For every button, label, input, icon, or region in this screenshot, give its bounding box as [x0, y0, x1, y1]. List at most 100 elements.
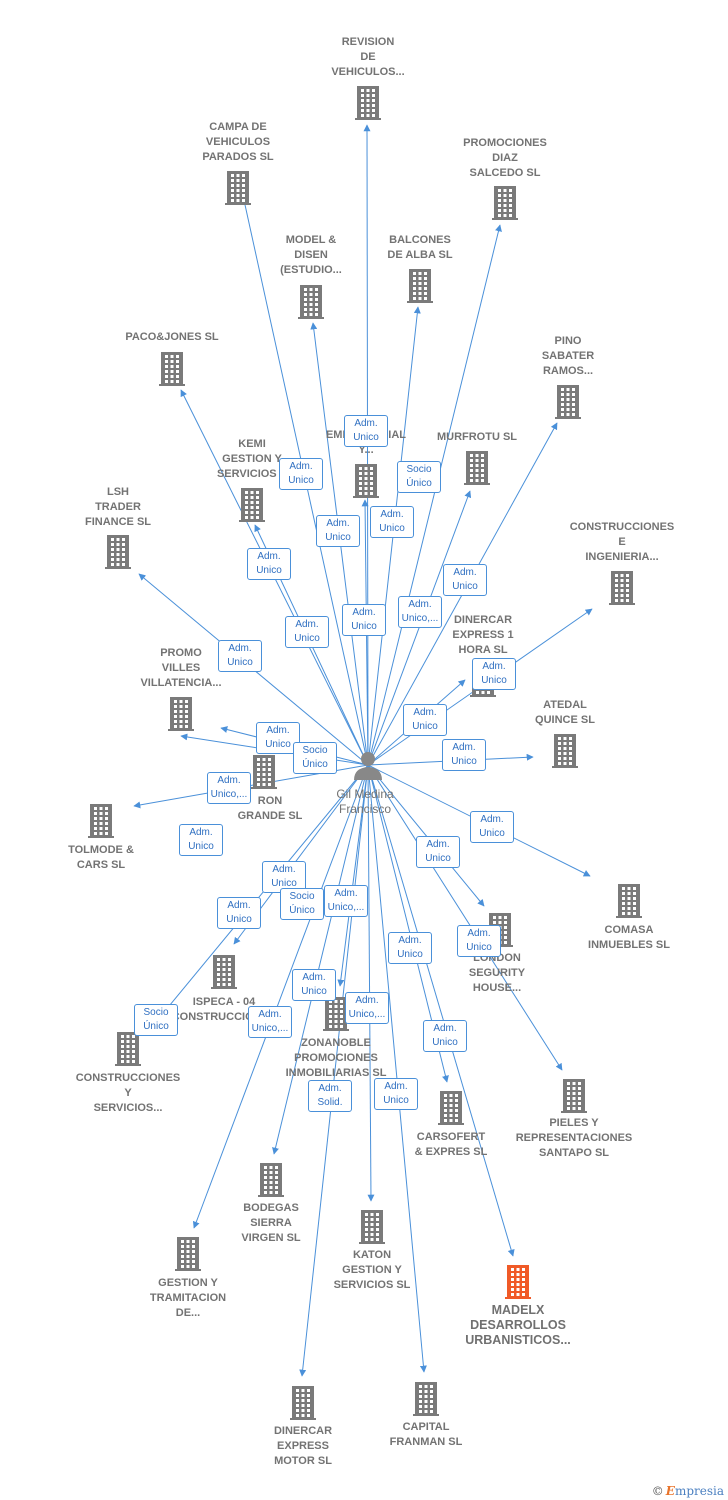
node-label-katon[interactable]: KATON GESTION Y SERVICIOS SL [333, 1249, 411, 1291]
role-badge[interactable]: Adm. Unico [218, 640, 262, 672]
building-icon-kemi[interactable] [239, 488, 265, 522]
building-icon-pino[interactable] [555, 385, 581, 419]
node-label-gestion[interactable]: GESTION Y TRAMITACION DE... [149, 1277, 227, 1319]
building-icon-madelx[interactable] [505, 1265, 531, 1299]
role-badge[interactable]: Adm. Unico [457, 925, 501, 957]
node-label-construing[interactable]: CONSTRUCCIONES E INGENIERIA... [569, 521, 675, 563]
building-icon-revision[interactable] [355, 86, 381, 120]
role-badge[interactable]: Adm. Unico [472, 658, 516, 690]
edge-capital [367, 764, 427, 1373]
role-badge[interactable]: Adm. Unico [374, 1078, 418, 1110]
role-badge[interactable]: Adm. Unico,... [207, 772, 251, 804]
role-badge[interactable]: Adm. Unico [292, 969, 336, 1001]
building-icon-promo[interactable] [168, 697, 194, 731]
node-label-ron[interactable]: RON GRANDE SL [237, 795, 303, 822]
role-badge[interactable]: Adm. Unico [262, 861, 306, 893]
role-badge[interactable]: Adm. Unico [247, 548, 291, 580]
building-icon-tolmode[interactable] [88, 804, 114, 838]
role-badge[interactable]: Adm. Unico [256, 722, 300, 754]
role-badge[interactable]: Adm. Unico [279, 458, 323, 490]
role-badge[interactable]: Socio Único [134, 1004, 178, 1036]
edge-promdiaz [367, 224, 502, 766]
edge-gestion [192, 764, 369, 1229]
edge-dinercarm [299, 764, 369, 1377]
node-label-pino[interactable]: PINO SABATER RAMOS... [541, 335, 595, 377]
node-label-madelx[interactable]: MADELX DESARROLLOS URBANISTICOS... [465, 1303, 571, 1347]
building-icon-bodegas[interactable] [258, 1163, 284, 1197]
building-icon-model[interactable] [298, 285, 324, 319]
building-icon-campa[interactable] [225, 171, 251, 205]
role-badge[interactable]: Adm. Unico [388, 932, 432, 964]
building-icon-capital[interactable] [413, 1382, 439, 1416]
node-label-murfrotu[interactable]: MURFROTU SL [436, 431, 518, 443]
node-label-model[interactable]: MODEL & DISEN (ESTUDIO... [280, 234, 342, 276]
node-label-comasa[interactable]: COMASA INMUEBLES SL [588, 924, 670, 951]
node-label-construserv[interactable]: CONSTRUCCIONES Y SERVICIOS... [75, 1072, 181, 1114]
building-icon-lsh[interactable] [105, 535, 131, 569]
edge-london [367, 764, 485, 907]
node-label-carsofert[interactable]: CARSOFERT & EXPRES SL [414, 1131, 488, 1158]
node-label-promdiaz[interactable]: PROMOCIONES DIAZ SALCEDO SL [463, 137, 547, 179]
role-badge[interactable]: Adm. Unico [179, 824, 223, 856]
role-badge[interactable]: Adm. Unico [217, 897, 261, 929]
role-badge[interactable]: Adm. Unico [442, 739, 486, 771]
role-badge[interactable]: Socio Único [280, 888, 324, 920]
role-badge[interactable]: Adm. Unico,... [398, 596, 442, 628]
role-badge[interactable]: Adm. Unico [342, 604, 386, 636]
edge-madelx [367, 764, 515, 1257]
building-icon-dinercarm[interactable] [290, 1386, 316, 1420]
node-label-capital[interactable]: CAPITAL FRANMAN SL [389, 1421, 463, 1448]
role-badge[interactable]: Adm. Unico [316, 515, 360, 547]
edge-zonanoble [337, 764, 369, 987]
edge-murfrotu [367, 490, 472, 766]
building-icon-construing[interactable] [609, 571, 635, 605]
building-icon-paco[interactable] [159, 352, 185, 386]
role-badge[interactable]: Socio Único [397, 461, 441, 493]
role-badge[interactable]: Adm. Unico [416, 836, 460, 868]
role-badge[interactable]: Adm. Unico,... [324, 885, 368, 917]
building-icon-ispeca[interactable] [211, 955, 237, 989]
node-label-lsh[interactable]: LSH TRADER FINANCE SL [85, 486, 151, 528]
empresia-logo: ©Empresia [651, 1484, 724, 1498]
role-badge[interactable]: Adm. Unico [443, 564, 487, 596]
node-label-paco[interactable]: PACO&JONES SL [125, 331, 219, 343]
building-icon-atedal[interactable] [552, 734, 578, 768]
node-label-campa[interactable]: CAMPA DE VEHICULOS PARADOS SL [202, 121, 274, 163]
role-badge[interactable]: Adm. Unico [285, 616, 329, 648]
building-icon-katon[interactable] [359, 1210, 385, 1244]
building-icon-murfrotu[interactable] [464, 451, 490, 485]
node-label-promo[interactable]: PROMO VILLES VILLATENCIA... [140, 647, 222, 689]
center-person-label[interactable]: Gil Medina Francisco [336, 787, 394, 816]
node-label-zonanoble[interactable]: ZONANOBLE PROMOCIONES INMOBILIARIAS SL [285, 1037, 387, 1079]
node-label-dinercar1[interactable]: DINERCAR EXPRESS 1 HORA SL [452, 614, 514, 656]
edge-katon [367, 764, 375, 1202]
node-label-dinercarm[interactable]: DINERCAR EXPRESS MOTOR SL [273, 1425, 333, 1467]
building-icon-comasa[interactable] [616, 884, 642, 918]
node-label-balcones[interactable]: BALCONES DE ALBA SL [387, 234, 453, 261]
node-label-london[interactable]: LONDON SEGURITY HOUSE... [468, 952, 526, 994]
node-label-bodegas[interactable]: BODEGAS SIERRA VIRGEN SL [241, 1202, 301, 1244]
node-label-atedal[interactable]: ATEDAL QUINCE SL [535, 699, 595, 726]
node-label-revision[interactable]: REVISION DE VEHICULOS... [331, 36, 405, 78]
role-badge[interactable]: Adm. Unico [403, 704, 447, 736]
building-icon-ron[interactable] [251, 755, 277, 789]
building-icon-gestion[interactable] [175, 1237, 201, 1271]
node-label-tolmode[interactable]: TOLMODE & CARS SL [68, 844, 134, 871]
building-icon-promdiaz[interactable] [492, 186, 518, 220]
role-badge[interactable]: Adm. Unico [470, 811, 514, 843]
role-badge[interactable]: Adm. Unico [423, 1020, 467, 1052]
node-label-pieles[interactable]: PIELES Y REPRESENTACIONES SANTAPO SL [515, 1117, 633, 1159]
role-badge[interactable]: Adm. Unico,... [345, 992, 389, 1024]
role-badge[interactable]: Socio Único [293, 742, 337, 774]
role-badge[interactable]: Adm. Unico [370, 506, 414, 538]
building-icon-carsofert[interactable] [438, 1091, 464, 1125]
building-icon-balcones[interactable] [407, 269, 433, 303]
person-icon[interactable] [354, 752, 382, 780]
role-badge[interactable]: Adm. Unico,... [248, 1006, 292, 1038]
building-icon-pieles[interactable] [561, 1079, 587, 1113]
building-icon-construserv[interactable] [115, 1032, 141, 1066]
role-badge[interactable]: Adm. Solid. [308, 1080, 352, 1112]
role-badge[interactable]: Adm. Unico [344, 415, 388, 447]
building-icon-asesoria[interactable] [353, 464, 379, 498]
building-icon-zonanoble[interactable] [323, 997, 349, 1031]
